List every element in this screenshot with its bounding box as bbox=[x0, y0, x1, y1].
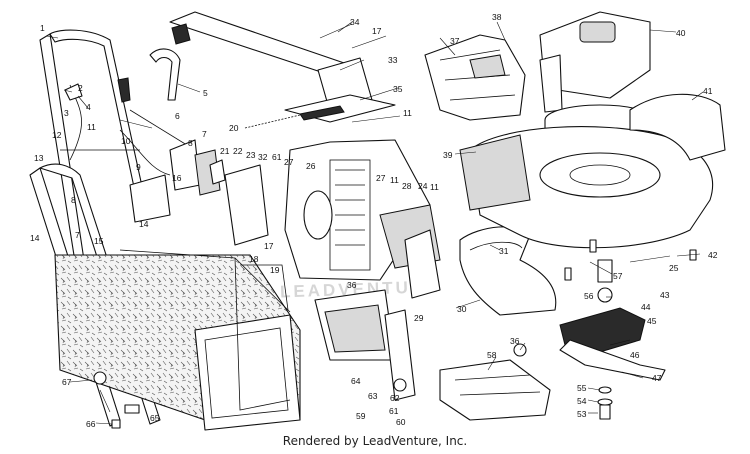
callout-38: 38 bbox=[492, 12, 502, 22]
callout-15: 15 bbox=[94, 236, 104, 246]
top-crossbar bbox=[169, 11, 351, 76]
callout-11b: 11 bbox=[403, 108, 412, 118]
callout-62: 62 bbox=[390, 393, 400, 403]
control-cable bbox=[119, 109, 196, 176]
callout-57: 57 bbox=[613, 271, 623, 281]
callout-43: 43 bbox=[660, 290, 670, 300]
callout-58: 58 bbox=[487, 350, 497, 360]
callout-31: 31 bbox=[499, 246, 509, 256]
callout-16: 16 bbox=[172, 173, 182, 183]
callout-61b: 61 bbox=[389, 406, 399, 416]
callout-8: 8 bbox=[71, 195, 76, 205]
callout-64: 64 bbox=[351, 376, 361, 386]
blade bbox=[559, 339, 666, 381]
callout-60: 60 bbox=[396, 417, 406, 427]
callout-46: 46 bbox=[630, 350, 640, 360]
handle-cable bbox=[64, 83, 83, 161]
callout-47: 47 bbox=[652, 373, 662, 383]
callout-32: 32 bbox=[258, 152, 268, 162]
callout-29: 29 bbox=[414, 313, 424, 323]
callout-7b: 7 bbox=[75, 230, 80, 240]
callout-55: 55 bbox=[577, 383, 587, 393]
callout-1: 1 bbox=[40, 23, 45, 33]
callout-33: 33 bbox=[388, 55, 398, 65]
callout-54: 54 bbox=[577, 396, 587, 406]
callout-37: 37 bbox=[450, 36, 460, 46]
callout-10: 10 bbox=[121, 136, 131, 146]
mower-deck bbox=[459, 126, 714, 249]
callout-14b: 14 bbox=[139, 219, 149, 229]
callout-36b: 36 bbox=[510, 336, 520, 346]
callout-17: 17 bbox=[372, 26, 382, 36]
callout-23: 23 bbox=[246, 150, 256, 160]
bag-frame bbox=[119, 249, 291, 411]
leader-lines bbox=[45, 21, 704, 425]
wheel-bolts bbox=[93, 371, 140, 429]
callout-4: 4 bbox=[86, 102, 91, 112]
rear-skirt bbox=[629, 93, 726, 161]
callout-35: 35 bbox=[393, 84, 403, 94]
callout-56: 56 bbox=[584, 291, 594, 301]
grass-bag bbox=[54, 254, 301, 431]
deflector-door bbox=[379, 204, 441, 299]
callout-5: 5 bbox=[203, 88, 208, 98]
render-credit: Rendered by LeadVenture, Inc. bbox=[282, 434, 468, 448]
callout-53: 53 bbox=[577, 409, 587, 419]
rear-cover bbox=[439, 359, 551, 421]
height-adjust-lever bbox=[384, 309, 416, 401]
callout-36: 36 bbox=[347, 280, 357, 290]
callout-24: 24 bbox=[418, 181, 428, 191]
callout-65: 65 bbox=[150, 413, 160, 423]
handle-brackets bbox=[129, 139, 226, 223]
callout-18: 18 bbox=[249, 254, 259, 264]
callout-63: 63 bbox=[368, 391, 378, 401]
callout-42: 42 bbox=[708, 250, 718, 260]
flap-cover bbox=[224, 164, 269, 246]
callout-3: 3 bbox=[64, 108, 69, 118]
callout-13: 13 bbox=[34, 153, 44, 163]
callout-45: 45 bbox=[647, 316, 657, 326]
callout-11d: 11 bbox=[390, 175, 399, 185]
blade-adapter bbox=[559, 259, 646, 356]
callout-40: 40 bbox=[676, 28, 686, 38]
blade-bolt bbox=[597, 386, 613, 420]
callout-61: 61 bbox=[272, 152, 282, 162]
callout-17b: 17 bbox=[264, 241, 274, 251]
side-discharge-chute bbox=[314, 289, 396, 361]
callout-21: 21 bbox=[220, 146, 230, 156]
callout-22: 22 bbox=[233, 146, 243, 156]
tension-spring bbox=[244, 114, 301, 129]
callout-14: 14 bbox=[30, 233, 40, 243]
mulch-chute bbox=[459, 226, 557, 316]
callout-66: 66 bbox=[86, 419, 96, 429]
callout-44: 44 bbox=[641, 302, 651, 312]
callout-20: 20 bbox=[229, 123, 239, 133]
callout-34: 34 bbox=[350, 17, 360, 27]
callout-11: 11 bbox=[87, 122, 96, 132]
callout-39: 39 bbox=[443, 150, 453, 160]
handle-mount-block bbox=[284, 57, 396, 123]
callout-9: 9 bbox=[136, 162, 141, 172]
callout-25: 25 bbox=[669, 263, 679, 273]
callout-8b: 8 bbox=[188, 138, 193, 148]
bail-bar bbox=[117, 48, 181, 103]
callout-30: 30 bbox=[457, 304, 467, 314]
callout-28: 28 bbox=[402, 181, 412, 191]
engine-shroud bbox=[424, 34, 526, 121]
callout-27: 27 bbox=[284, 157, 294, 167]
callout-2: 2 bbox=[78, 83, 83, 93]
callout-26: 26 bbox=[306, 161, 316, 171]
callout-67: 67 bbox=[62, 377, 72, 387]
callout-11c: 11 bbox=[430, 182, 439, 192]
callout-12: 12 bbox=[52, 130, 62, 140]
callout-41: 41 bbox=[703, 86, 713, 96]
callout-labels: 1 2 3 4 5 6 7 7 8 8 9 10 11 11 11 11 12 … bbox=[30, 12, 718, 429]
callout-19: 19 bbox=[270, 265, 280, 275]
callout-6: 6 bbox=[175, 111, 180, 121]
callout-27b: 27 bbox=[376, 173, 386, 183]
callout-59: 59 bbox=[356, 411, 366, 421]
callout-7: 7 bbox=[202, 129, 207, 139]
